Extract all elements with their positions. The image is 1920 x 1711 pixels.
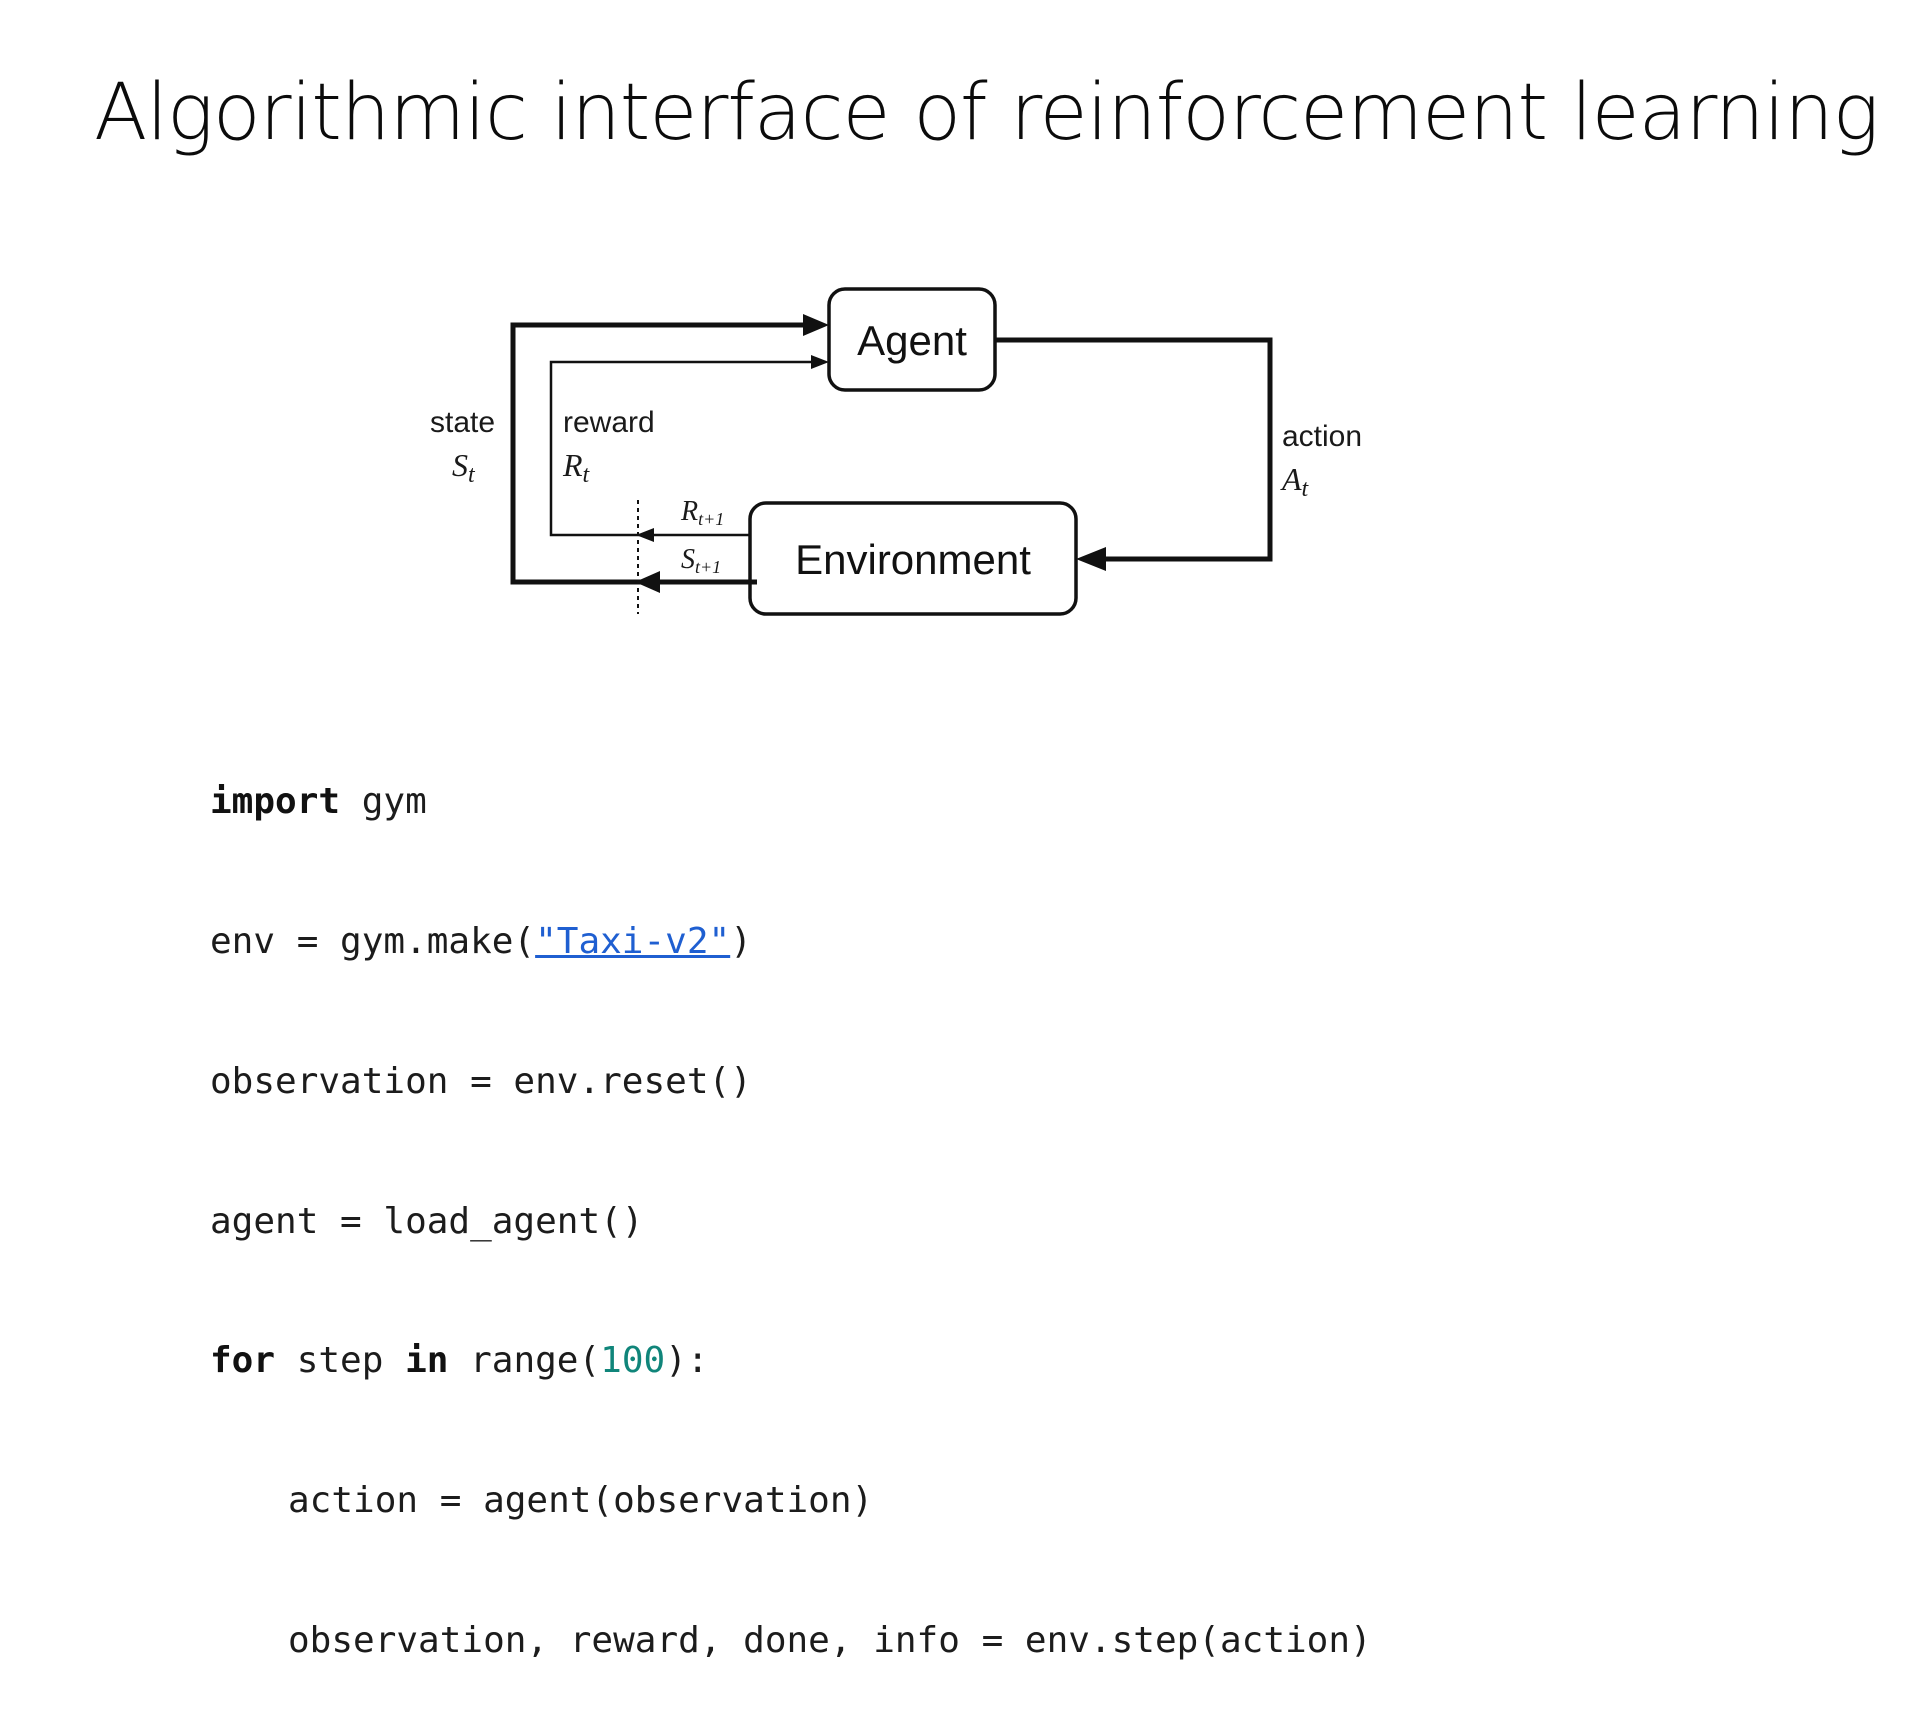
environment-box: [748, 501, 1078, 616]
next-state-symbol: St+1: [681, 544, 721, 577]
environment-label: Environment: [795, 536, 1031, 583]
reward-symbol: Rt: [562, 447, 591, 488]
code-line-load-agent: agent = load_agent(): [210, 1200, 644, 1242]
number-literal: 100: [600, 1340, 666, 1382]
slide-title: Algorithmic interface of reinforcement l…: [94, 68, 1879, 158]
next-state-arrowhead: [635, 571, 660, 593]
code-line-step: observation, reward, done, info = env.st…: [288, 1619, 1372, 1661]
code-line-for: for step in range(100):: [210, 1340, 709, 1382]
action-loop-line: [995, 337, 1273, 562]
agent-environment-diagram: Agent Environment state St reward Rt act…: [430, 287, 1362, 616]
keyword-in: in: [405, 1340, 449, 1382]
agent-label: Agent: [857, 317, 967, 364]
env-id-link[interactable]: "Taxi-v2": [535, 920, 731, 962]
action-label: action: [1282, 420, 1362, 453]
action-symbol: At: [1280, 461, 1310, 502]
state-arrowhead-to-agent: [803, 314, 829, 336]
keyword-import: import: [210, 781, 341, 823]
reward-arrowhead-to-agent: [811, 355, 829, 369]
code-line-reset: observation = env.reset(): [210, 1060, 752, 1102]
action-arrowhead-to-environment: [1076, 547, 1106, 571]
next-reward-symbol: Rt+1: [680, 496, 724, 529]
reward-label: reward: [563, 406, 655, 439]
code-block: import gym env = gym.make("Taxi-v2") obs…: [210, 686, 1372, 1711]
code-line-make: env = gym.make("Taxi-v2"): [210, 920, 752, 962]
state-label: state: [430, 406, 495, 439]
code-line-import: import gym: [210, 781, 427, 823]
next-reward-arrowhead: [636, 528, 654, 542]
state-symbol: St: [452, 447, 476, 488]
code-line-action: action = agent(observation): [288, 1480, 874, 1522]
keyword-for: for: [210, 1340, 276, 1382]
